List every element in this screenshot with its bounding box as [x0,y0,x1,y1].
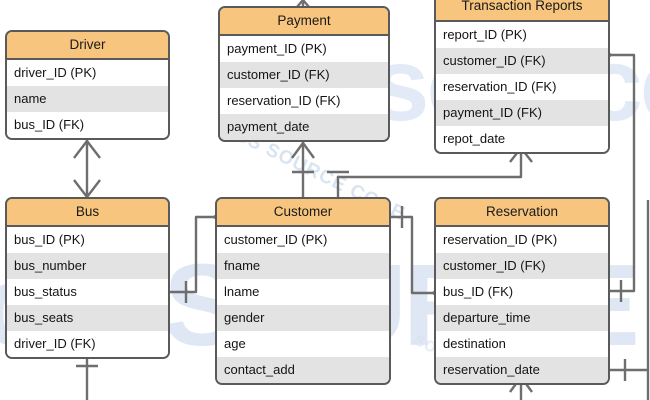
entity-reservation-attributes: reservation_ID (PK) customer_ID (FK) bus… [436,227,608,383]
entity-customer-attributes: customer_ID (PK) fname lname gender age … [217,227,389,383]
attribute-row: bus_status [7,279,168,305]
entity-payment-title: Payment [220,8,388,36]
attribute-row: reservation_ID (PK) [436,227,608,253]
entity-payment-attributes: payment_ID (PK) customer_ID (FK) reserva… [220,36,388,140]
entity-bus[interactable]: Bus bus_ID (PK) bus_number bus_status bu… [5,197,170,359]
entity-driver-title: Driver [7,32,168,60]
link-transaction-customer [336,148,523,197]
attribute-row: name [7,86,168,112]
entity-payment[interactable]: Payment payment_ID (PK) customer_ID (FK)… [218,6,390,142]
attribute-row: fname [217,253,389,279]
attribute-row: reservation_date [436,357,608,383]
entity-bus-attributes: bus_ID (PK) bus_number bus_status bus_se… [7,227,168,357]
attribute-row: bus_seats [7,305,168,331]
entity-transaction-reports[interactable]: Transaction Reports report_ID (PK) custo… [434,0,610,154]
entity-transaction-reports-title: Transaction Reports [436,0,608,22]
attribute-row: departure_time [436,305,608,331]
attribute-row: driver_ID (FK) [7,331,168,357]
attribute-row: bus_ID (FK) [7,112,168,138]
attribute-row: contact_add [217,357,389,383]
attribute-row: customer_ID (FK) [436,253,608,279]
attribute-row: payment_ID (PK) [220,36,388,62]
link-bus-customer [170,215,215,294]
entity-bus-title: Bus [7,199,168,227]
crowfoot-payment-bottom [291,141,315,159]
attribute-row: report_ID (PK) [436,22,608,48]
attribute-row: customer_ID (FK) [220,62,388,88]
attribute-row: gender [217,305,389,331]
crowfoot-driver-bottom [73,139,101,159]
attribute-row: driver_ID (PK) [7,60,168,86]
attribute-row: customer_ID (FK) [436,48,608,74]
link-customer-reservation [391,215,434,295]
attribute-row: reservation_ID (FK) [436,74,608,100]
entity-reservation-title: Reservation [436,199,608,227]
link-transaction-reservation [610,53,636,293]
attribute-row: reservation_ID (FK) [220,88,388,114]
attribute-row: payment_date [220,114,388,140]
attribute-row: bus_ID (PK) [7,227,168,253]
entity-driver-attributes: driver_ID (PK) name bus_ID (FK) [7,60,168,138]
entity-transaction-reports-attributes: report_ID (PK) customer_ID (FK) reservat… [436,22,608,152]
entity-reservation[interactable]: Reservation reservation_ID (PK) customer… [434,197,610,385]
entity-customer[interactable]: Customer customer_ID (PK) fname lname ge… [215,197,391,385]
attribute-row: age [217,331,389,357]
attribute-row: repot_date [436,126,608,152]
attribute-row: destination [436,331,608,357]
entity-driver[interactable]: Driver driver_ID (PK) name bus_ID (FK) [5,30,170,140]
entity-customer-title: Customer [217,199,389,227]
attribute-row: lname [217,279,389,305]
attribute-row: bus_number [7,253,168,279]
attribute-row: customer_ID (PK) [217,227,389,253]
attribute-row: bus_ID (FK) [436,279,608,305]
attribute-row: payment_ID (FK) [436,100,608,126]
